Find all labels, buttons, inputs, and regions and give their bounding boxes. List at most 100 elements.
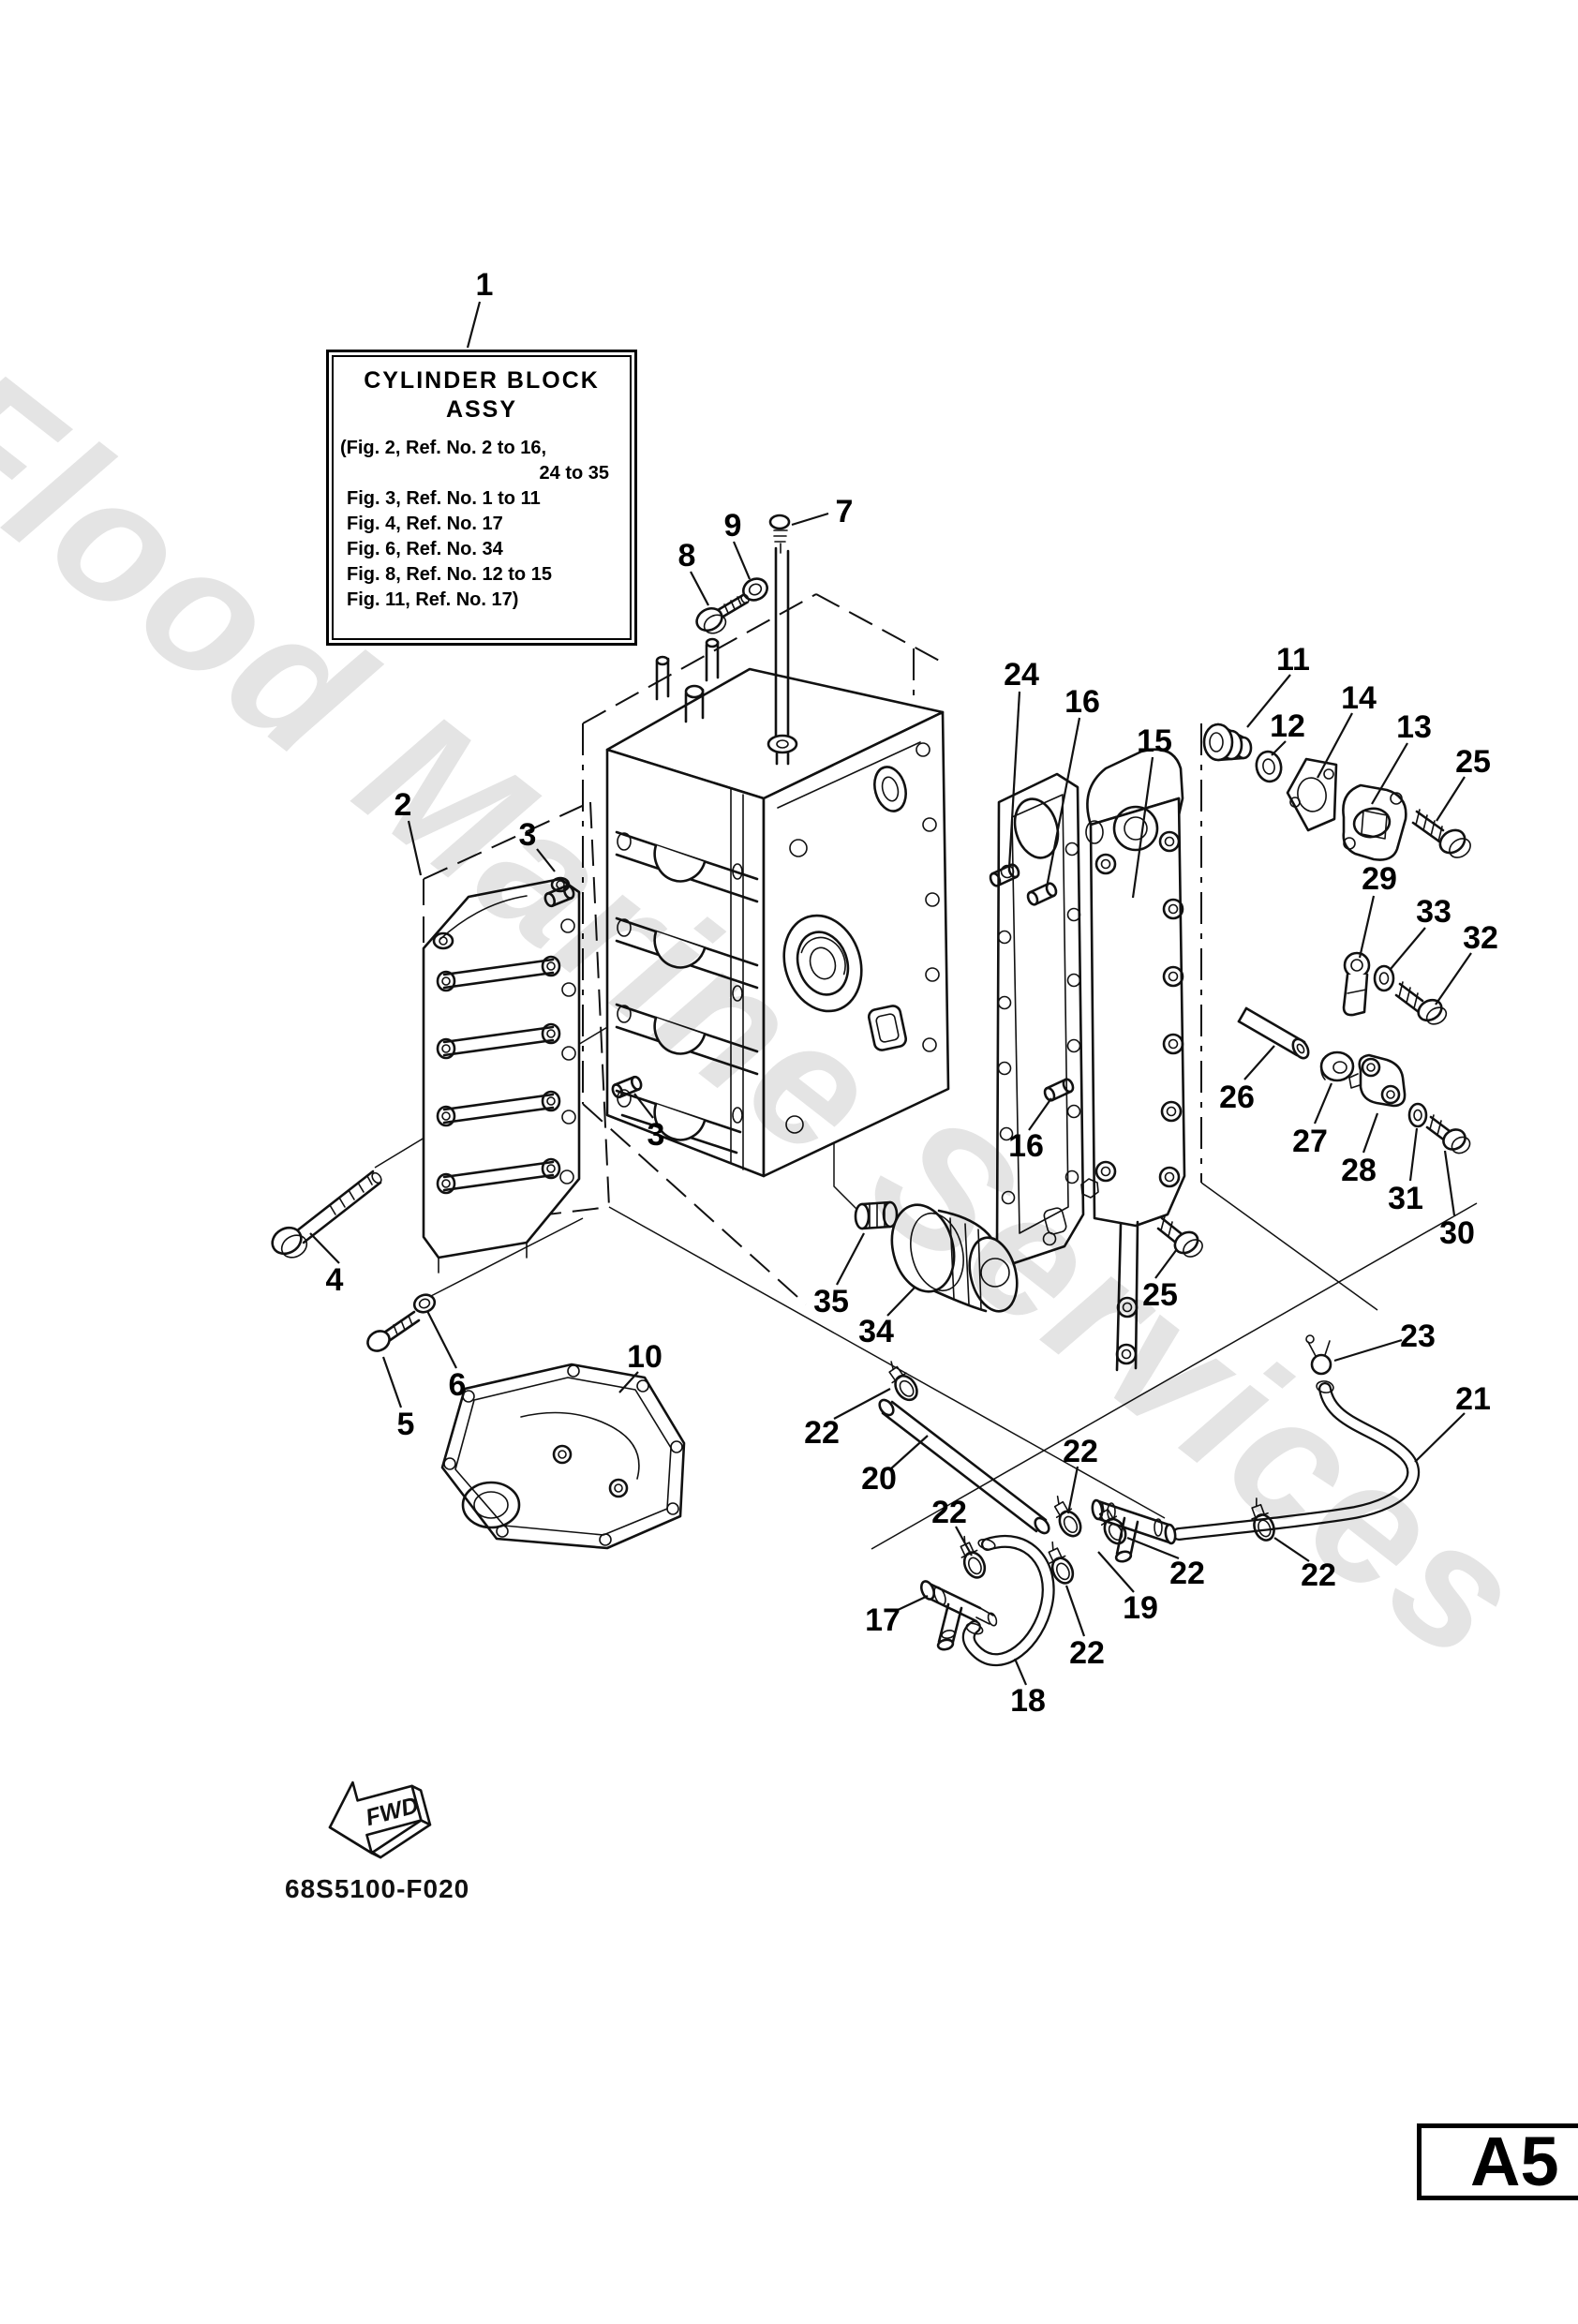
leader-line [407,820,423,876]
callout-14: 14 [1341,680,1377,716]
assembly-info-box-inner: CYLINDER BLOCK ASSY (Fig. 2, Ref. No. 2 … [332,355,632,640]
leader-line [426,1310,457,1369]
part-thermostat-cover-13 [1342,783,1407,861]
callout-22: 22 [1301,1557,1336,1593]
leader-line [536,848,556,872]
callout-31: 31 [1388,1181,1423,1216]
leader-line [1154,1248,1178,1279]
part-plug-35 [854,1200,899,1230]
part-bolt-7 [768,514,791,554]
leader-line [1126,1536,1180,1560]
leader-lines [309,301,1472,1686]
leader-line [955,1526,973,1557]
leader-line [466,301,482,349]
figure-reference-list: (Fig. 2, Ref. No. 2 to 16, 24 to 35 Fig.… [334,436,630,613]
callout-16: 16 [1064,684,1100,720]
leader-line [1358,895,1376,959]
part-oil-filter-34 [890,1203,1019,1313]
callout-22: 22 [1069,1635,1105,1671]
figure-ref-line: Fig. 11, Ref. No. 17) [347,589,519,610]
callout-35: 35 [813,1284,849,1319]
callout-20: 20 [861,1461,897,1497]
leader-line [1317,712,1353,779]
leader-line [1045,717,1081,888]
callout-33: 33 [1416,894,1451,930]
part-washer-9 [742,577,768,602]
page-corner-tab: A5 [1417,2123,1578,2200]
callout-22: 22 [1169,1556,1205,1591]
callout-2: 2 [394,787,412,823]
leader-line [836,1232,865,1286]
callout-13: 13 [1396,709,1432,745]
part-seal-12 [1255,750,1283,783]
part-washer-31 [1407,1102,1428,1128]
part-gasket-10 [440,1363,686,1550]
part-pin-26 [1237,1006,1310,1060]
part-bolt-25b [1156,1215,1203,1258]
leader-line [1408,1127,1419,1182]
callout-32: 32 [1463,920,1498,956]
leader-line [895,1595,929,1612]
assembly-title-line1: CYLINDER BLOCK [364,367,600,394]
part-bolt-8 [695,593,750,634]
callout-15: 15 [1137,723,1172,759]
leader-line [1333,1338,1403,1363]
figure-ref-line: Fig. 4, Ref. No. 17 [347,514,503,534]
leader-line [732,541,752,580]
callout-3: 3 [648,1117,665,1153]
callout-30: 30 [1439,1215,1475,1251]
part-clip-23 [1305,1334,1332,1376]
part-bolt-5 [366,1310,421,1352]
callout-12: 12 [1270,708,1305,744]
leader-line [1246,674,1291,728]
leader-line [618,1371,639,1393]
callout-22: 22 [931,1495,967,1530]
leader-line [1028,1097,1052,1131]
callout-26: 26 [1219,1080,1255,1115]
leader-line [1414,1412,1466,1463]
leader-line [1362,1112,1379,1154]
part-crankcase-cover [422,876,581,1274]
callout-16: 16 [1008,1128,1044,1164]
leader-line [1313,1082,1333,1125]
part-cylinder-block [605,546,950,1178]
callout-21: 21 [1455,1381,1491,1417]
part-bolt-30 [1425,1114,1471,1155]
leader-line [309,1232,340,1264]
figure-ref-line: Fig. 8, Ref. No. 12 to 15 [347,564,552,585]
leader-line [1007,691,1021,869]
callout-25: 25 [1455,744,1491,780]
leader-line [1390,927,1426,970]
callout-25: 25 [1142,1277,1178,1313]
callout-22: 22 [1063,1434,1098,1469]
assembly-title-line2: ASSY [445,396,518,423]
callout-24: 24 [1004,657,1039,693]
page-corner-label: A5 [1470,2123,1559,2200]
leader-line [833,1388,891,1420]
callout-34: 34 [858,1314,894,1349]
leader-line [1097,1551,1135,1593]
part-thermostat [1202,723,1253,762]
callout-27: 27 [1292,1124,1328,1159]
callout-23: 23 [1400,1318,1436,1354]
leader-line [1371,742,1408,805]
callout-22: 22 [804,1415,840,1451]
callout-28: 28 [1341,1153,1377,1188]
part-anode-29 [1342,951,1371,1017]
callout-1: 1 [476,267,494,303]
part-hose-21 [1172,1380,1421,1541]
callout-18: 18 [1010,1683,1046,1719]
part-washer-33 [1373,964,1395,992]
part-bolt-32 [1394,981,1448,1025]
callout-3: 3 [519,817,537,853]
part-exhaust-cover [1080,748,1186,1372]
leader-line [1443,1150,1456,1216]
callout-9: 9 [724,508,742,544]
callout-19: 19 [1123,1590,1158,1626]
part-tee-fitting-19 [1091,1498,1177,1563]
part-grommet-27 [1319,1050,1355,1082]
assembly-info-box: CYLINDER BLOCK ASSY (Fig. 2, Ref. No. 2 … [326,350,637,646]
figure-ref-line: 24 to 35 [539,463,609,484]
